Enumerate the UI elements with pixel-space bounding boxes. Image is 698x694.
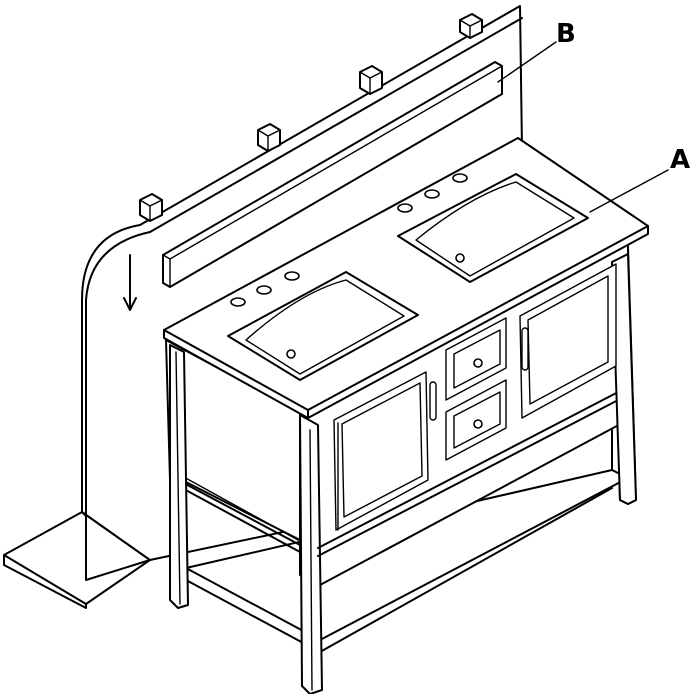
- callout-a-label: A: [670, 145, 690, 175]
- callout-b-label: B: [556, 19, 576, 49]
- sink-left: [227, 271, 419, 381]
- wall-stud-blocks: [139, 13, 483, 222]
- callout-a: A: [589, 145, 690, 213]
- drawer-lower: [445, 379, 507, 461]
- down-arrow-icon: [123, 254, 137, 311]
- cabinet-door-left: [333, 371, 437, 531]
- sink-right: [397, 173, 589, 283]
- cabinet-door-right: [519, 263, 617, 419]
- drawer-upper: [445, 317, 507, 401]
- vanity-cabinet: [165, 239, 637, 694]
- backsplash-part-b: [162, 61, 503, 288]
- countertop-part-a: [163, 137, 649, 419]
- callout-b: B: [497, 19, 576, 83]
